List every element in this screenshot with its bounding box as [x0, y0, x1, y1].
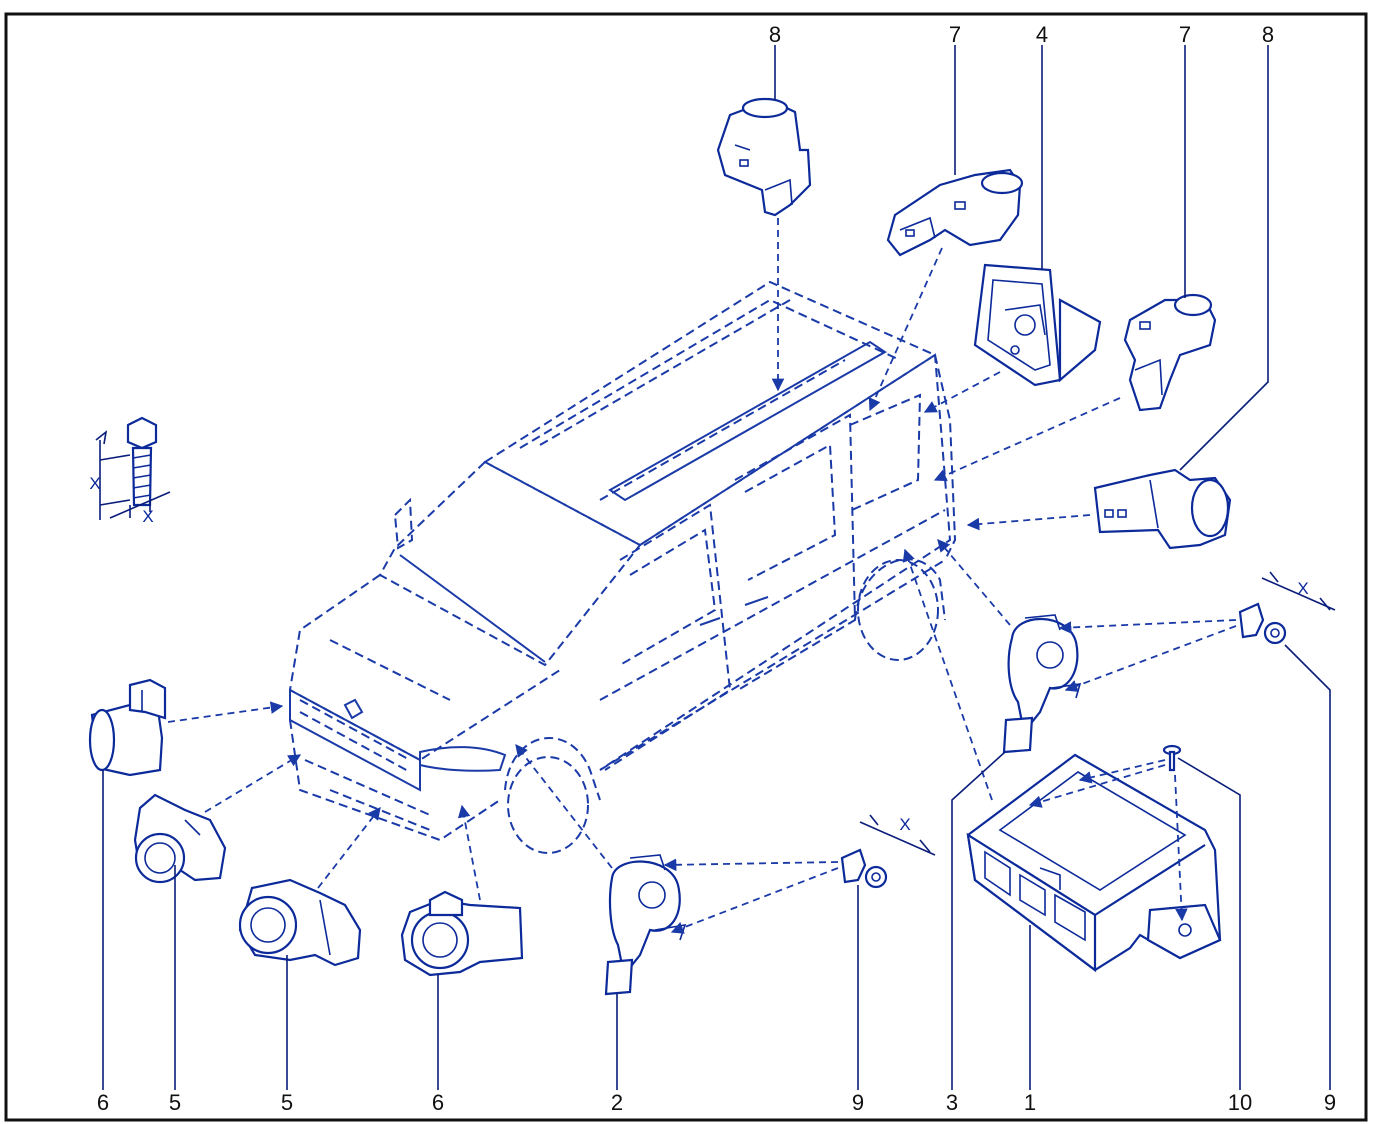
- bolt-height-dim: X: [89, 474, 100, 493]
- screw-rear-dim: X: [1297, 579, 1308, 598]
- side-sensor-7a: [886, 168, 1024, 257]
- arrow-9-rear-b: [1064, 625, 1237, 692]
- callout-9-bottom-b: 9: [1324, 1090, 1336, 1115]
- arrow-4: [923, 371, 1001, 413]
- van-outline: [288, 280, 957, 854]
- arrow-7b: [933, 397, 1121, 482]
- arrow-1: [902, 548, 993, 801]
- arrow-5-left: [204, 754, 302, 813]
- arrow-6-left: [167, 701, 284, 723]
- callout-9-bottom-a: 9: [852, 1090, 864, 1115]
- arrow-9-front-a: [663, 858, 839, 872]
- rear-sensor-8-top: [716, 97, 812, 217]
- screw-set-9-front: X: [840, 814, 936, 889]
- callout-10-bottom: 10: [1228, 1090, 1252, 1115]
- callout-2-bottom: 2: [611, 1090, 623, 1115]
- control-unit-1: [966, 753, 1222, 973]
- arrow-8-right: [966, 514, 1091, 531]
- arrow-3: [937, 539, 1011, 626]
- wiring-connector-2: [604, 854, 687, 996]
- callout-1-bottom: 1: [1024, 1090, 1036, 1115]
- arrow-9-front-b: [670, 867, 839, 934]
- front-sensor-6-left: [88, 678, 167, 777]
- arrow-7a: [868, 247, 943, 412]
- callout-3-bottom: 3: [946, 1090, 958, 1115]
- callout-4-top: 4: [1036, 22, 1048, 47]
- callout-5-bottom-a: 5: [169, 1090, 181, 1115]
- bolt-width-dim: X: [142, 507, 153, 526]
- arrow-2: [515, 744, 613, 869]
- arrow-10-c: [1174, 774, 1188, 922]
- camera-bracket-4: [973, 263, 1102, 387]
- screw-front-dim: X: [899, 815, 910, 834]
- callout-5-bottom-b: 5: [281, 1090, 293, 1115]
- arrow-10-a: [1078, 759, 1166, 784]
- screw-set-9-rear: X: [1238, 571, 1336, 645]
- callout-7-top-b: 7: [1179, 22, 1191, 47]
- screw-10: [1162, 744, 1182, 772]
- front-sensor-5-left: [133, 793, 227, 884]
- callout-6-bottom-b: 6: [432, 1090, 444, 1115]
- diagram-frame: [4, 12, 1368, 1122]
- rear-sensor-8-right: [1093, 468, 1232, 550]
- callout-8-top: 8: [769, 22, 781, 47]
- callout-6-bottom-a: 6: [97, 1090, 109, 1115]
- arrow-9-rear-a: [1058, 619, 1237, 634]
- bolt-detail: X X: [89, 416, 171, 526]
- side-sensor-7b: [1123, 293, 1217, 412]
- leader-lines: [102, 45, 1331, 1090]
- callout-7-top-a: 7: [949, 22, 961, 47]
- front-sensor-6-center: [400, 890, 524, 977]
- wiring-connector-3: [1002, 614, 1082, 754]
- front-sensor-5-center: [238, 878, 362, 967]
- arrow-6-center: [457, 804, 481, 901]
- arrow-5-center: [317, 807, 381, 889]
- callout-8-top-b: 8: [1262, 22, 1274, 47]
